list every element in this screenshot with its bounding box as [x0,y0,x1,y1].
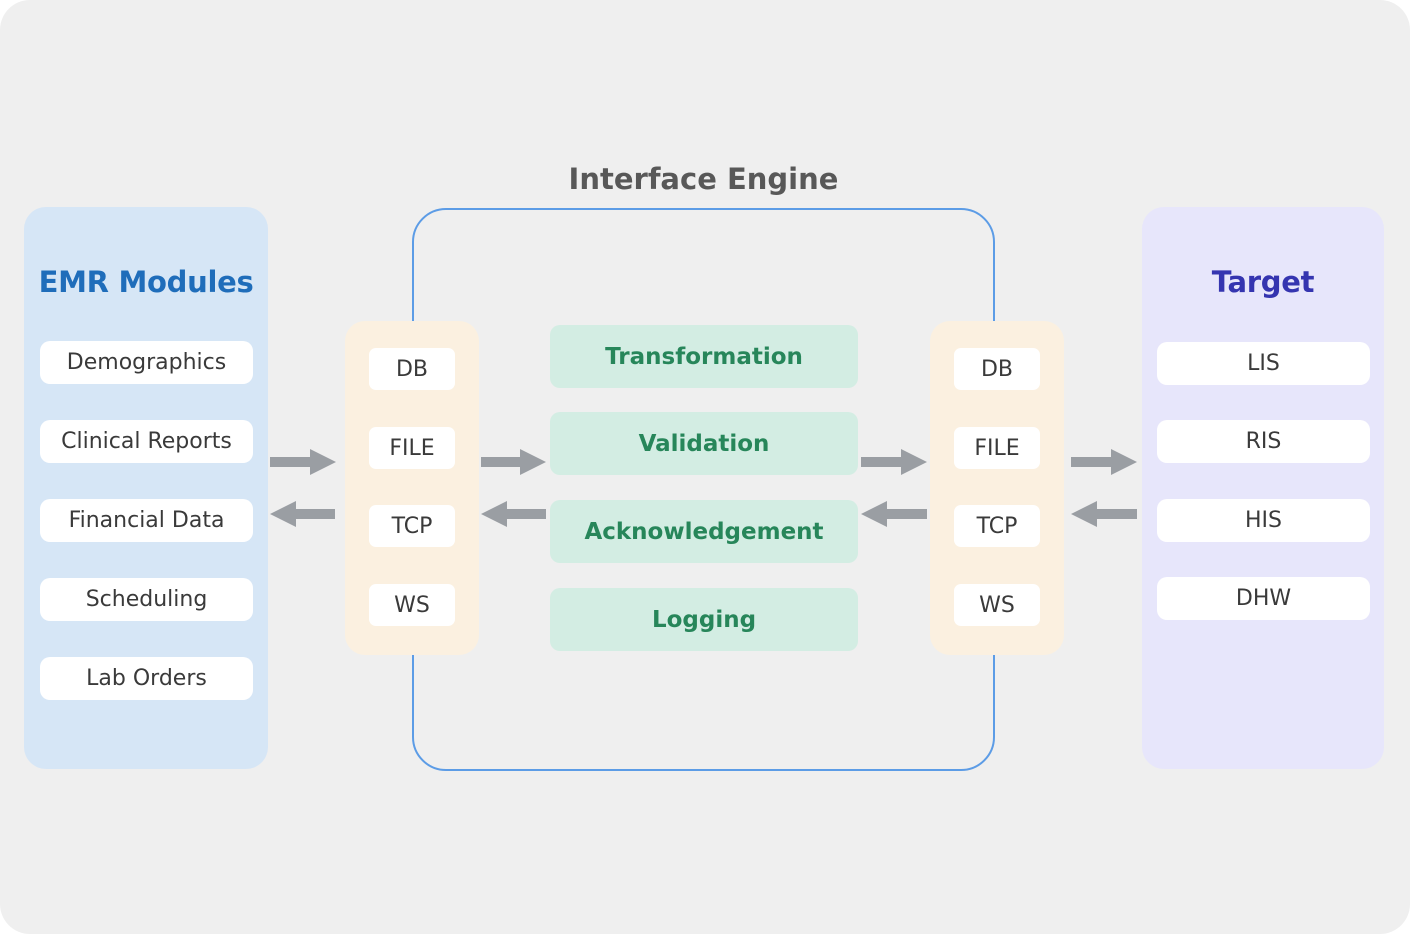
step-acknowledgement: Acknowledgement [550,500,858,563]
arrow-right-icon [481,449,546,475]
emr-module-scheduling: Scheduling [40,578,253,621]
arrow-left-icon [861,501,927,527]
arrow-left-icon [270,501,335,527]
arrow-right-icon [861,449,927,475]
outbound-protocol-tcp: TCP [954,505,1040,547]
outbound-protocol-ws: WS [954,584,1040,626]
emr-module-demographics: Demographics [40,341,253,384]
target-ris: RIS [1157,420,1370,463]
arrow-right-icon [270,449,336,475]
step-transformation: Transformation [550,325,858,388]
inbound-protocols-panel: DB FILE TCP WS [345,321,479,655]
inbound-protocol-file: FILE [369,427,455,469]
target-dhw: DHW [1157,577,1370,620]
arrow-left-icon [481,501,546,527]
emr-modules-panel: EMR Modules Demographics Clinical Report… [24,207,268,769]
step-logging: Logging [550,588,858,651]
interface-engine-title: Interface Engine [568,162,839,196]
outbound-protocol-db: DB [954,348,1040,390]
outbound-protocols-panel: DB FILE TCP WS [930,321,1064,655]
target-lis: LIS [1157,342,1370,385]
emr-module-lab-orders: Lab Orders [40,657,253,700]
step-validation: Validation [550,412,858,475]
emr-module-financial-data: Financial Data [40,499,253,542]
target-his: HIS [1157,499,1370,542]
arrow-left-icon [1071,501,1137,527]
inbound-protocol-ws: WS [369,584,455,626]
emr-modules-title: EMR Modules [38,265,254,299]
inbound-protocol-tcp: TCP [369,505,455,547]
outbound-protocol-file: FILE [954,427,1040,469]
arrow-right-icon [1071,449,1137,475]
target-panel: Target LIS RIS HIS DHW [1142,207,1384,769]
inbound-protocol-db: DB [369,348,455,390]
emr-module-clinical-reports: Clinical Reports [40,420,253,463]
target-title: Target [1211,265,1315,299]
